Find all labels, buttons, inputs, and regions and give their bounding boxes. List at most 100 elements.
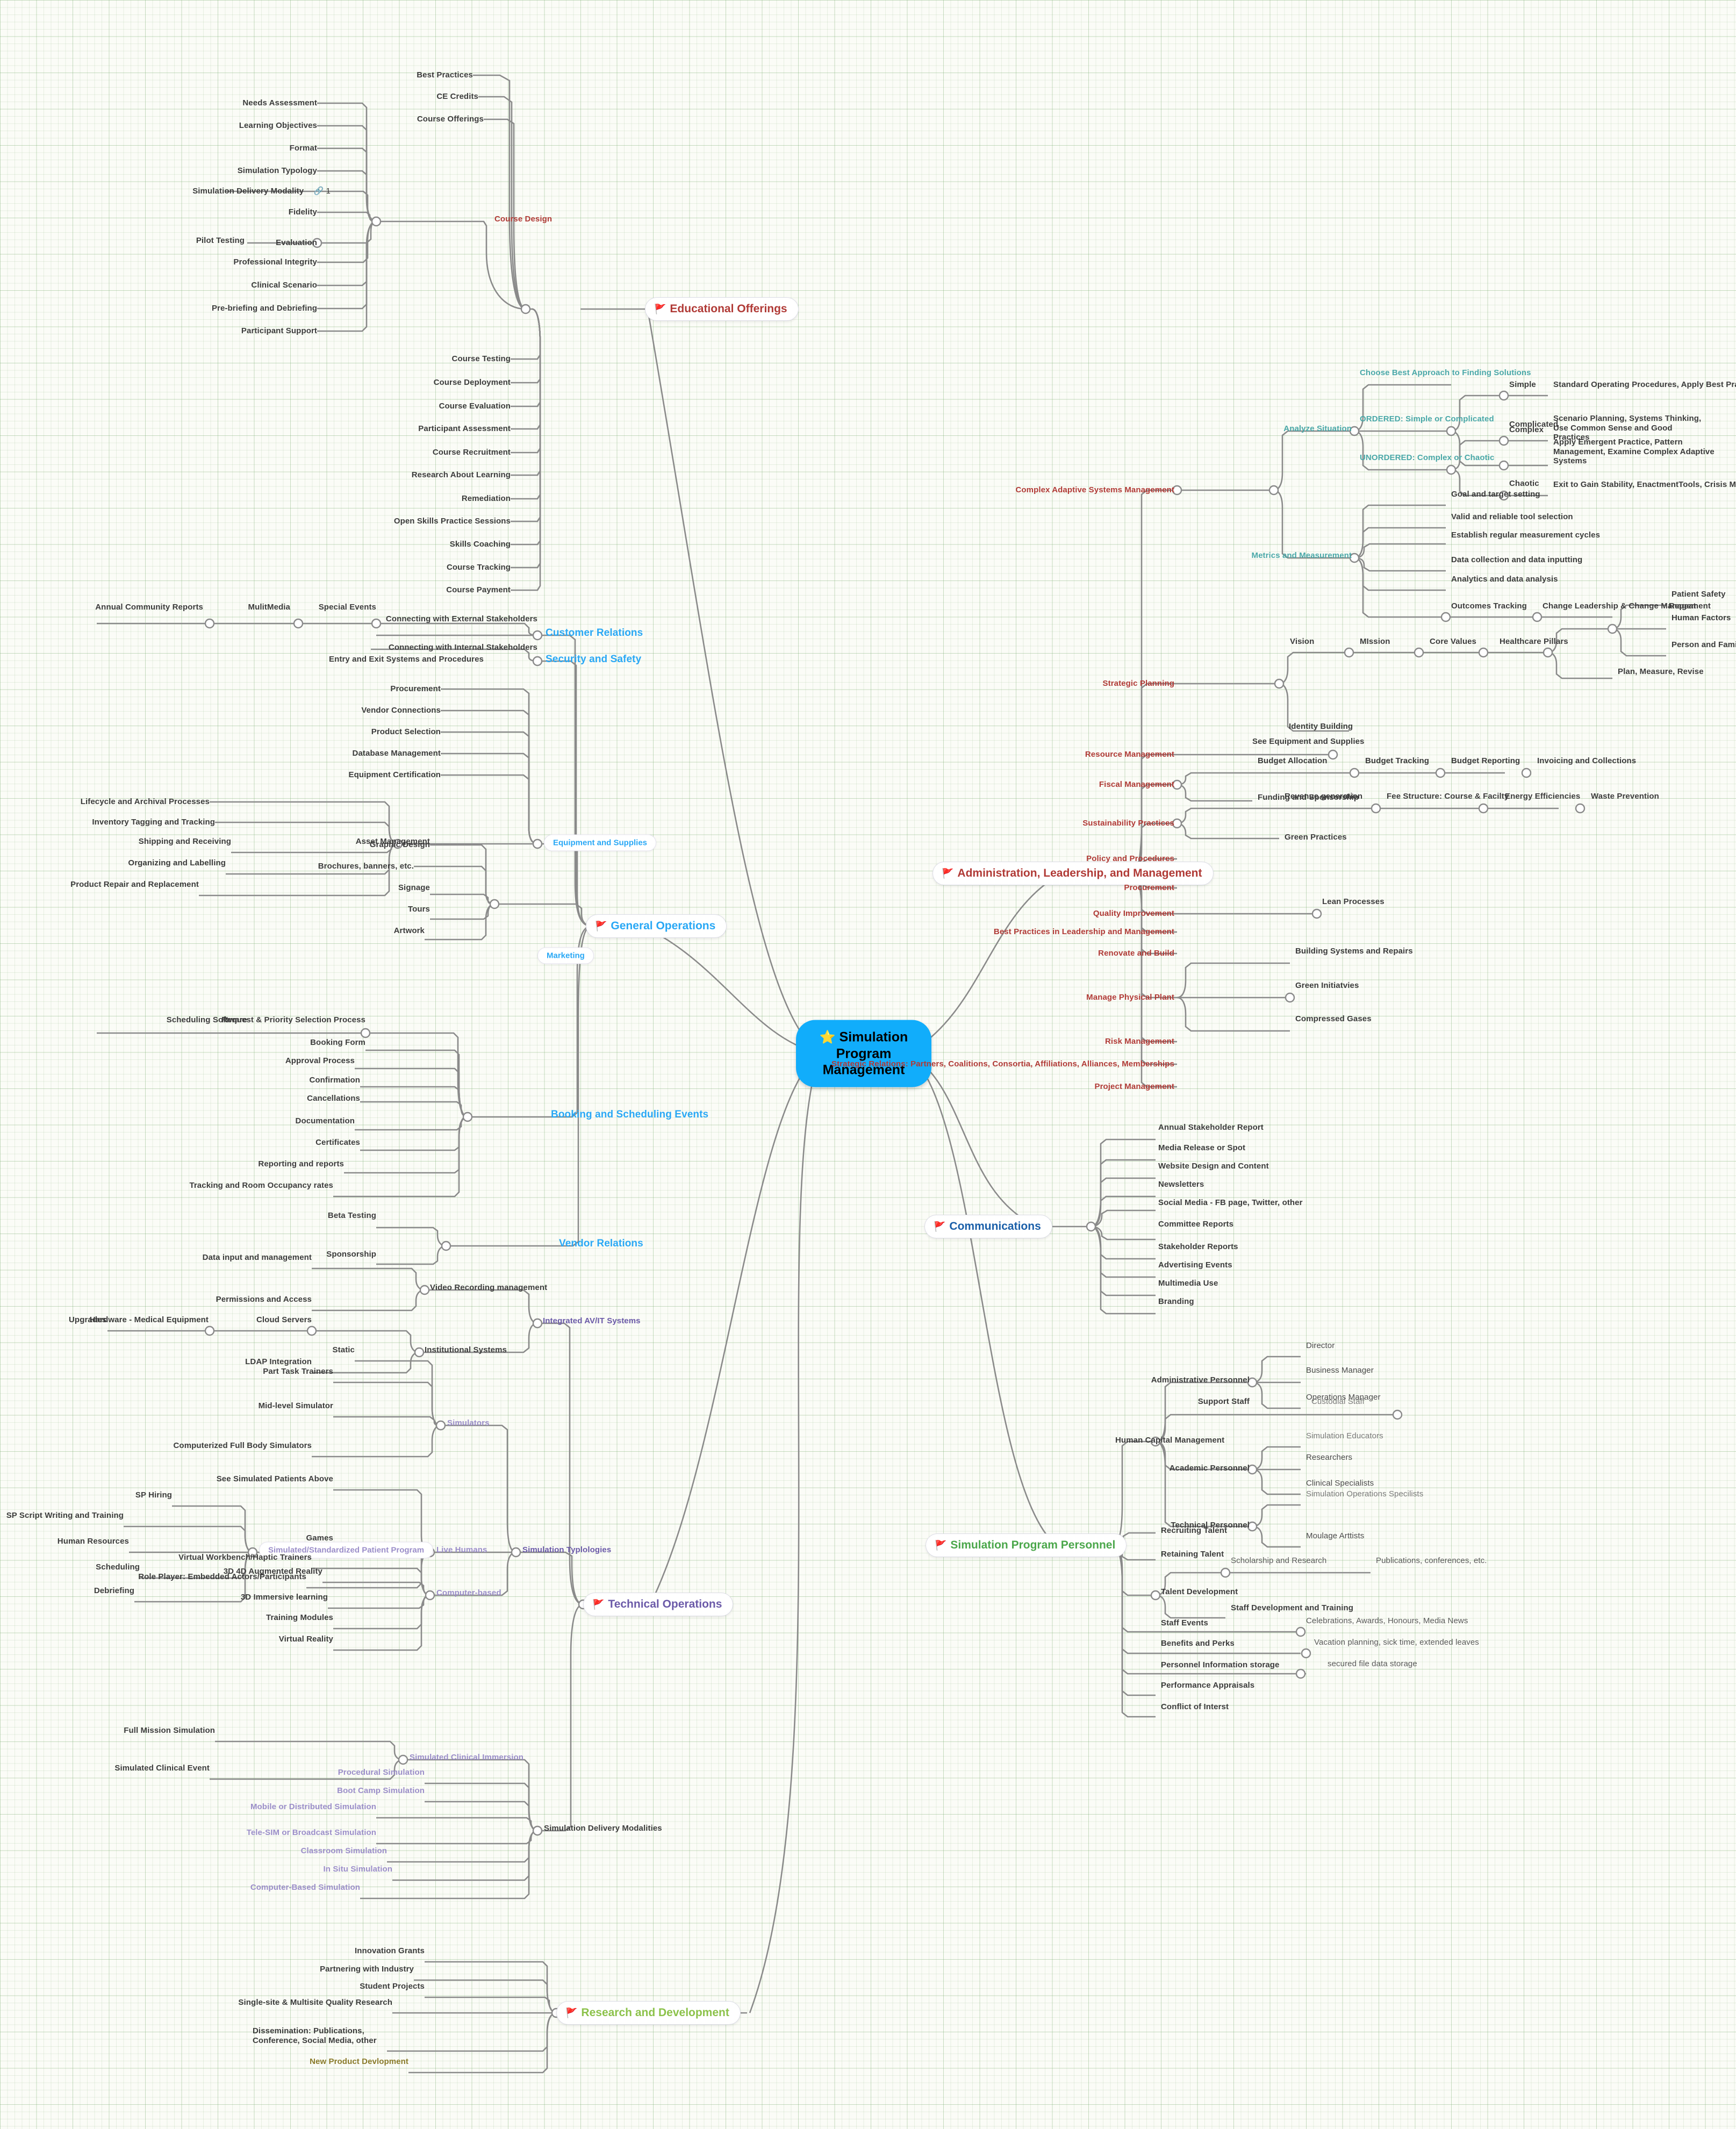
- node-virtual-workbench-haptic-trainers[interactable]: Virtual Workbench/Haptic Trainers: [178, 1553, 312, 1562]
- node-evaluation[interactable]: Evaluation: [276, 238, 317, 248]
- node-vendor-relations[interactable]: Vendor Relations: [559, 1237, 643, 1249]
- node-participant-assessment[interactable]: Participant Assessment: [418, 424, 511, 434]
- node-compressed-gases[interactable]: Compressed Gases: [1295, 1014, 1372, 1024]
- node-change-leadership-change-management[interactable]: Change Leadership & Change Management: [1543, 601, 1711, 611]
- node-plan-measure-revise[interactable]: Plan, Measure, Revise: [1618, 667, 1704, 677]
- node-social-media[interactable]: Social Media - FB page, Twitter, other: [1158, 1198, 1303, 1208]
- node-simulation-operations-specialists[interactable]: Simulation Operations Specilists: [1306, 1489, 1424, 1499]
- node-resource-management[interactable]: Resource Management: [1085, 750, 1174, 759]
- node-full-mission-simulation[interactable]: Full Mission Simulation: [124, 1726, 215, 1736]
- node-course-tracking[interactable]: Course Tracking: [446, 563, 511, 572]
- node-vendor-connections[interactable]: Vendor Connections: [361, 706, 441, 715]
- node-fiscal-management[interactable]: Fiscal Management: [1099, 780, 1174, 790]
- node-connecting-with-internal-stakeholders[interactable]: Connecting with Internal Stakeholders: [388, 643, 537, 653]
- node-simple[interactable]: Simple: [1509, 380, 1536, 390]
- node-strategic-planning[interactable]: Strategic Planning: [1102, 679, 1174, 689]
- node-budget-tracking[interactable]: Budget Tracking: [1365, 756, 1430, 766]
- node-permissions-and-access[interactable]: Permissions and Access: [216, 1295, 312, 1304]
- node-data-input-and-management[interactable]: Data input and management: [202, 1253, 312, 1263]
- node-waste-prevention[interactable]: Waste Prevention: [1591, 792, 1659, 801]
- node-graphic-design[interactable]: Graphic Design: [369, 840, 430, 850]
- node-goal-and-target-setting[interactable]: Goal and target setting: [1451, 490, 1540, 499]
- node-partnering-with-industry[interactable]: Partnering with Industry: [320, 1965, 414, 1974]
- node-procedural-simulation[interactable]: Procedural Simulation: [338, 1768, 425, 1777]
- node-beta-testing[interactable]: Beta Testing: [327, 1211, 376, 1221]
- node-best-practices[interactable]: Best Practices: [417, 70, 473, 80]
- node-pre-briefing-and-debriefing[interactable]: Pre-briefing and Debriefing: [211, 304, 317, 313]
- node-green-practices[interactable]: Green Practices: [1285, 833, 1347, 842]
- node-publications-conferences[interactable]: Publications, conferences, etc.: [1376, 1556, 1487, 1566]
- node-artwork[interactable]: Artwork: [393, 926, 425, 936]
- node-remediation[interactable]: Remediation: [461, 494, 511, 504]
- node-upgrades[interactable]: Upgrades: [69, 1315, 106, 1325]
- node-quality-improvement[interactable]: Quality Improvement: [1093, 909, 1174, 919]
- branch-administration-leadership-management[interactable]: 🚩Administration, Leadership, and Managem…: [932, 862, 1214, 885]
- node-healthcare-pillars[interactable]: Healthcare Pillars: [1500, 637, 1568, 647]
- node-media-release-or-spot[interactable]: Media Release or Spot: [1158, 1143, 1246, 1153]
- node-simulation-typologies[interactable]: Simulation Typlologies: [522, 1545, 612, 1555]
- node-human-factors[interactable]: Human Factors: [1672, 613, 1731, 623]
- node-administrative-personnel[interactable]: Administrative Personnel: [1151, 1375, 1250, 1385]
- node-static[interactable]: Static: [332, 1345, 355, 1355]
- node-request-priority-selection-process[interactable]: Request & Priority Selection Process: [221, 1015, 365, 1025]
- node-funding-and-sponsorship[interactable]: Funding and Sponsorship: [1258, 793, 1359, 802]
- node-database-management[interactable]: Database Management: [352, 749, 441, 758]
- node-professional-integrity[interactable]: Professional Integrity: [233, 257, 317, 267]
- node-tours[interactable]: Tours: [407, 905, 430, 914]
- node-ordered-simple-or-complicated[interactable]: ORDERED: Simple or Complicated: [1360, 414, 1494, 424]
- node-dissemination[interactable]: Dissemination: Publications, Conference,…: [253, 2026, 377, 2045]
- node-booking-form[interactable]: Booking Form: [310, 1038, 365, 1048]
- node-analyze-situation[interactable]: Analyze Situation: [1283, 424, 1352, 434]
- node-clinical-specialists[interactable]: Clinical Specialists: [1306, 1479, 1374, 1488]
- node-computerized-full-body-simulators[interactable]: Computerized Full Body Simulators: [173, 1441, 312, 1451]
- branch-research-and-development[interactable]: 🚩Research and Development: [556, 2001, 741, 2025]
- node-simulation-educators[interactable]: Simulation Educators: [1306, 1431, 1383, 1441]
- node-clinical-scenario[interactable]: Clinical Scenario: [251, 281, 317, 290]
- node-hardware-medical-equipment[interactable]: Hardware - Medical Equipment: [89, 1315, 209, 1325]
- node-ce-credits[interactable]: CE Credits: [436, 92, 478, 102]
- node-custodial-staff[interactable]: Custodial Staff: [1311, 1397, 1365, 1407]
- node-organizing-and-labelling[interactable]: Organizing and Labelling: [128, 858, 226, 868]
- node-signage[interactable]: Signage: [398, 883, 430, 893]
- node-academic-personnel[interactable]: Academic Personnel: [1169, 1464, 1250, 1473]
- node-technical-personnel[interactable]: Technical Personnel: [1171, 1521, 1250, 1530]
- node-complex-adaptive-systems-management[interactable]: Complex Adaptive Systems Management: [1015, 485, 1174, 495]
- node-data-collection-and-data-inputting[interactable]: Data collection and data inputting: [1451, 555, 1583, 565]
- node-games[interactable]: Games: [306, 1533, 333, 1543]
- node-analytics-and-data-analysis[interactable]: Analytics and data analysis: [1451, 575, 1558, 584]
- node-advertising-events[interactable]: Advertising Events: [1158, 1260, 1232, 1270]
- node-lean-processes[interactable]: Lean Processes: [1322, 897, 1385, 907]
- node-revenue-generation[interactable]: Revenue generation: [1285, 792, 1363, 801]
- branch-simulation-program-personnel[interactable]: 🚩Simulation Program Personnel: [926, 1533, 1127, 1557]
- node-best-practices-in-leadership-and-management[interactable]: Best Practices in Leadership and Managem…: [993, 927, 1174, 937]
- node-simulators[interactable]: Simulators: [447, 1418, 490, 1428]
- node-mission[interactable]: MIssion: [1360, 637, 1390, 647]
- node-staff-development-and-training[interactable]: Staff Development and Training: [1231, 1603, 1354, 1613]
- node-annual-community-reports[interactable]: Annual Community Reports: [95, 603, 203, 612]
- node-risk-management[interactable]: Risk Management: [1104, 1037, 1174, 1046]
- node-retaining-talent[interactable]: Retaining Talent: [1161, 1550, 1224, 1559]
- node-chaotic[interactable]: Chaotic: [1509, 479, 1539, 489]
- node-product-repair-and-replacement[interactable]: Product Repair and Replacement: [70, 880, 199, 890]
- node-role-player-embedded-actors[interactable]: Role Player: Embedded Actors/Participant…: [138, 1572, 306, 1582]
- node-performance-appraisals[interactable]: Performance Appraisals: [1161, 1681, 1255, 1690]
- node-see-simulated-patients-above[interactable]: See Simulated Patients Above: [216, 1474, 333, 1484]
- node-multimedia[interactable]: MulitMedia: [248, 603, 290, 612]
- node-equipment-certification[interactable]: Equipment Certification: [348, 770, 441, 780]
- node-moulage-artists[interactable]: Moulage Arttists: [1306, 1531, 1365, 1541]
- node-integrated-av-it-systems[interactable]: Integrated AV/IT Systems: [543, 1316, 641, 1326]
- node-pilot-testing[interactable]: Pilot Testing: [196, 236, 245, 246]
- node-product-selection[interactable]: Product Selection: [371, 727, 441, 737]
- node-ldap-integration[interactable]: LDAP Integration: [245, 1357, 312, 1367]
- node-establish-regular-measurement-cycles[interactable]: Establish regular measurement cycles: [1451, 531, 1601, 540]
- node-director[interactable]: Director: [1306, 1341, 1335, 1351]
- node-security-and-safety[interactable]: Security and Safety: [546, 653, 642, 665]
- node-3d-immersive-learning[interactable]: 3D Immersive learning: [240, 1593, 328, 1602]
- node-sp-hiring[interactable]: SP Hiring: [135, 1490, 172, 1500]
- node-procurement-es[interactable]: Procurement: [390, 684, 441, 694]
- node-choose-best-approach[interactable]: Choose Best Approach to Finding Solution…: [1360, 368, 1531, 378]
- node-metrics-and-measurement[interactable]: Metrics and Measurement: [1251, 551, 1352, 561]
- node-course-offerings[interactable]: Course Offerings: [417, 114, 484, 124]
- node-boot-camp-simulation[interactable]: Boot Camp Simulation: [337, 1786, 425, 1796]
- node-computer-based-simulation[interactable]: Computer-Based Simulation: [250, 1883, 360, 1893]
